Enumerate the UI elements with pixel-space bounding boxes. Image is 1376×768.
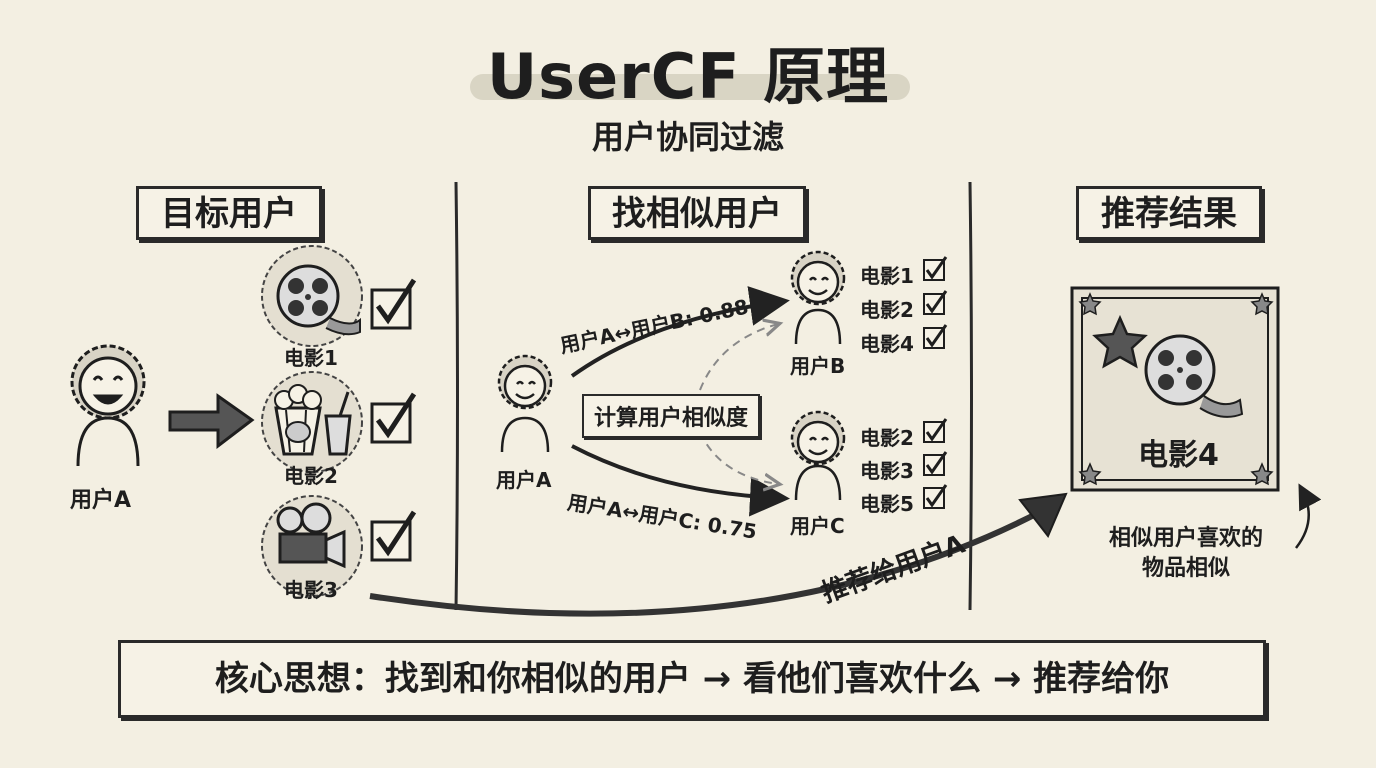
movie-3-label: 电影3 [284, 578, 338, 602]
divider-right [968, 181, 973, 611]
calc-similarity-box: 计算用户相似度 [582, 394, 761, 438]
check-icon [923, 256, 948, 281]
note-arrow [1295, 483, 1322, 549]
arrow-a-to-c [571, 444, 790, 517]
target-arrow-icon [168, 393, 255, 450]
user-c-movie-2: 电影3 [860, 459, 914, 483]
user-c-movie-3: 电影5 [860, 492, 914, 516]
result-movie-label: 电影4 [1138, 438, 1219, 473]
result-note: 相似用户喜欢的 物品相似 [1086, 524, 1286, 584]
section-similar-users: 找相似用户 [588, 186, 806, 240]
result-frame [1070, 286, 1280, 492]
big-star-icon [1092, 314, 1148, 369]
corner-star-icon [1078, 292, 1274, 486]
check-icon [923, 418, 948, 443]
user-a-avatar-icon [70, 344, 146, 467]
core-idea-box: 核心思想：找到和你相似的用户 → 看他们喜欢什么 → 推荐给你 [118, 640, 1266, 718]
page-title: UserCF 原理 [486, 40, 890, 113]
user-b-label: 用户B [790, 354, 846, 378]
movie-1-label: 电影1 [284, 346, 338, 370]
check-icon [370, 392, 417, 444]
section-result: 推荐结果 [1076, 186, 1262, 240]
movie-2-label: 电影2 [284, 464, 338, 488]
user-c-movie-1: 电影2 [860, 426, 914, 450]
check-icon [923, 484, 948, 509]
user-a-small-avatar-icon [497, 354, 553, 453]
section-target-user: 目标用户 [136, 186, 322, 240]
dashed-arrow-b [699, 324, 778, 391]
result-note-line-1: 相似用户喜欢的 [1108, 526, 1263, 551]
result-note-line-2: 物品相似 [1141, 556, 1230, 581]
check-icon [923, 324, 948, 349]
user-c-avatar-icon [790, 410, 846, 501]
result-film-reel-icon [1144, 334, 1244, 418]
dashed-arrow-c [699, 431, 778, 484]
arrow-a-to-b [570, 286, 790, 378]
user-a-label: 用户A [70, 488, 132, 513]
user-a-mid-label: 用户A [496, 468, 552, 492]
user-b-movie-2: 电影2 [860, 298, 914, 322]
page-subtitle: 用户协同过滤 [591, 118, 784, 156]
recommend-arrow [369, 509, 1042, 617]
check-icon [923, 290, 948, 315]
check-icon [923, 451, 948, 476]
user-b-movie-3: 电影4 [860, 332, 914, 356]
popcorn-icon [261, 371, 363, 473]
title-highlight [470, 74, 910, 100]
check-icon [370, 510, 417, 562]
user-b-avatar-icon [790, 250, 846, 345]
divider-left [454, 181, 459, 611]
film-reel-icon [261, 245, 363, 347]
user-c-label: 用户C [790, 514, 845, 538]
recommend-arrow-head-icon [1018, 492, 1068, 538]
check-icon [370, 278, 417, 330]
user-b-movie-1: 电影1 [860, 264, 914, 288]
movie-camera-icon [261, 495, 363, 597]
